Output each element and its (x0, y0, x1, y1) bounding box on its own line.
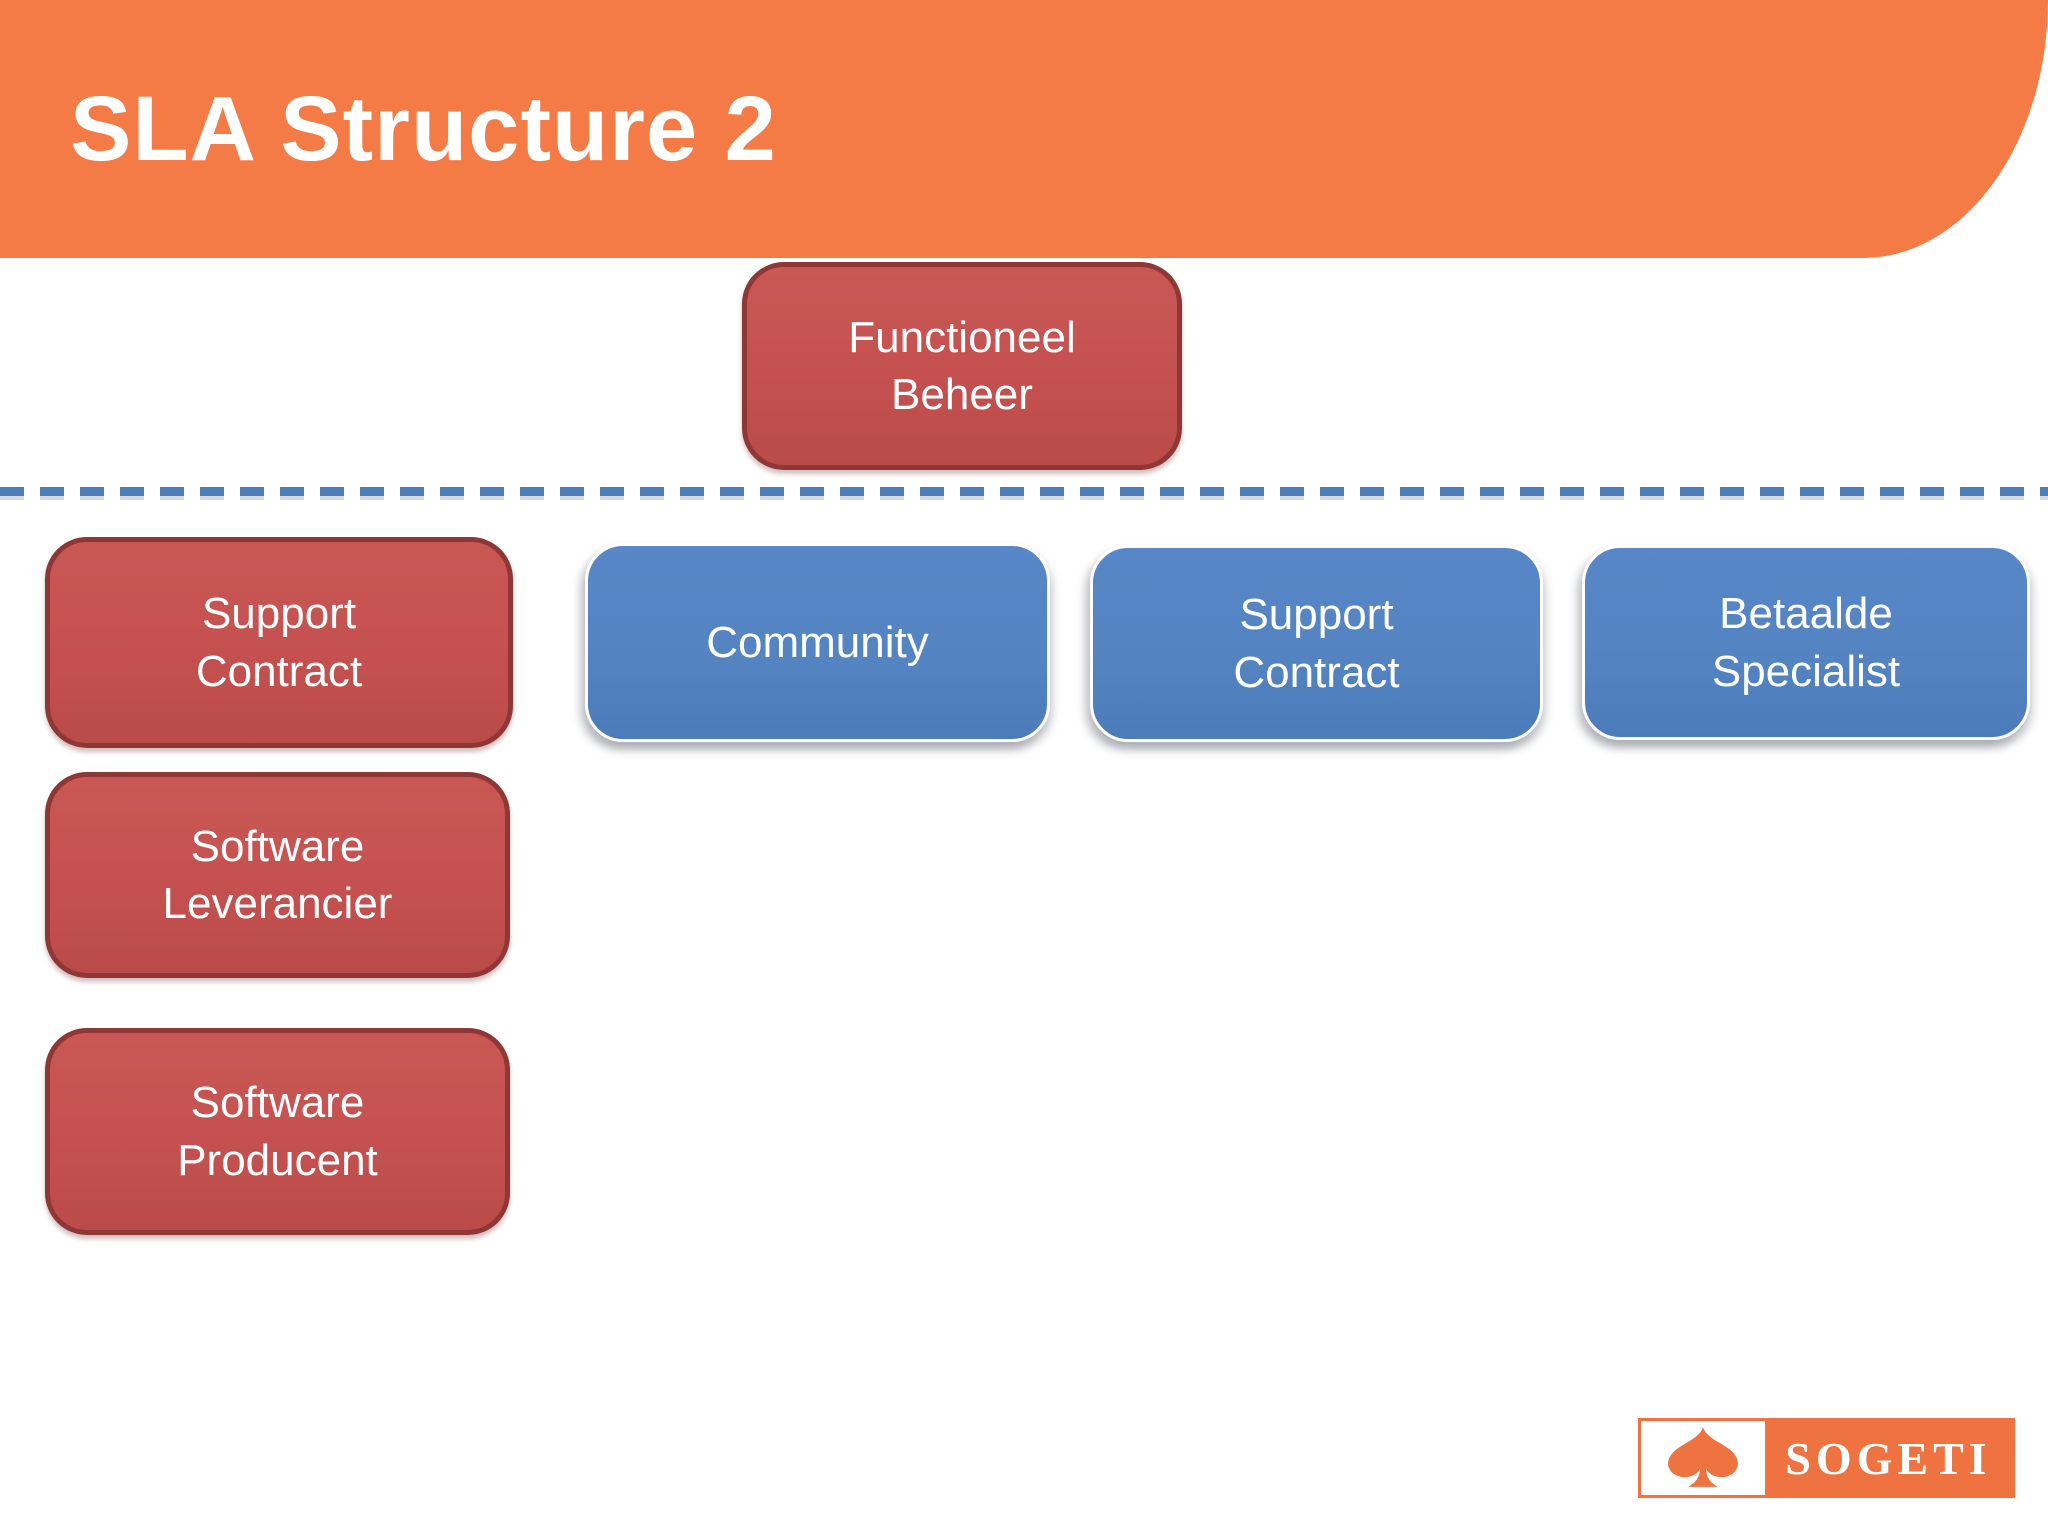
node-support-contract-red: Support Contract (45, 537, 513, 748)
page-title: SLA Structure 2 (70, 77, 777, 180)
node-label: Betaalde Specialist (1711, 589, 1901, 696)
node-label: Support Contract (1233, 590, 1400, 697)
node-label: Community (706, 617, 929, 667)
node-label: Software Producent (177, 1078, 378, 1185)
sogeti-logo: SOGETI (1638, 1418, 2015, 1498)
node-functioneel-beheer: Functioneel Beheer (742, 262, 1182, 470)
slide-header: SLA Structure 2 (0, 0, 2048, 258)
node-software-leverancier: Software Leverancier (45, 772, 510, 978)
sogeti-spade-icon (1641, 1421, 1765, 1495)
sogeti-wordmark: SOGETI (1785, 1432, 1992, 1484)
node-label: Functioneel Beheer (848, 312, 1076, 419)
node-label: Support Contract (195, 589, 363, 696)
node-betaalde-specialist: Betaalde Specialist (1582, 545, 2030, 740)
node-community: Community (585, 543, 1050, 742)
node-software-producent: Software Producent (45, 1028, 510, 1235)
dashed-divider (0, 487, 2048, 501)
node-label: Software Leverancier (162, 821, 393, 928)
node-support-contract-blue: Support Contract (1090, 545, 1543, 742)
